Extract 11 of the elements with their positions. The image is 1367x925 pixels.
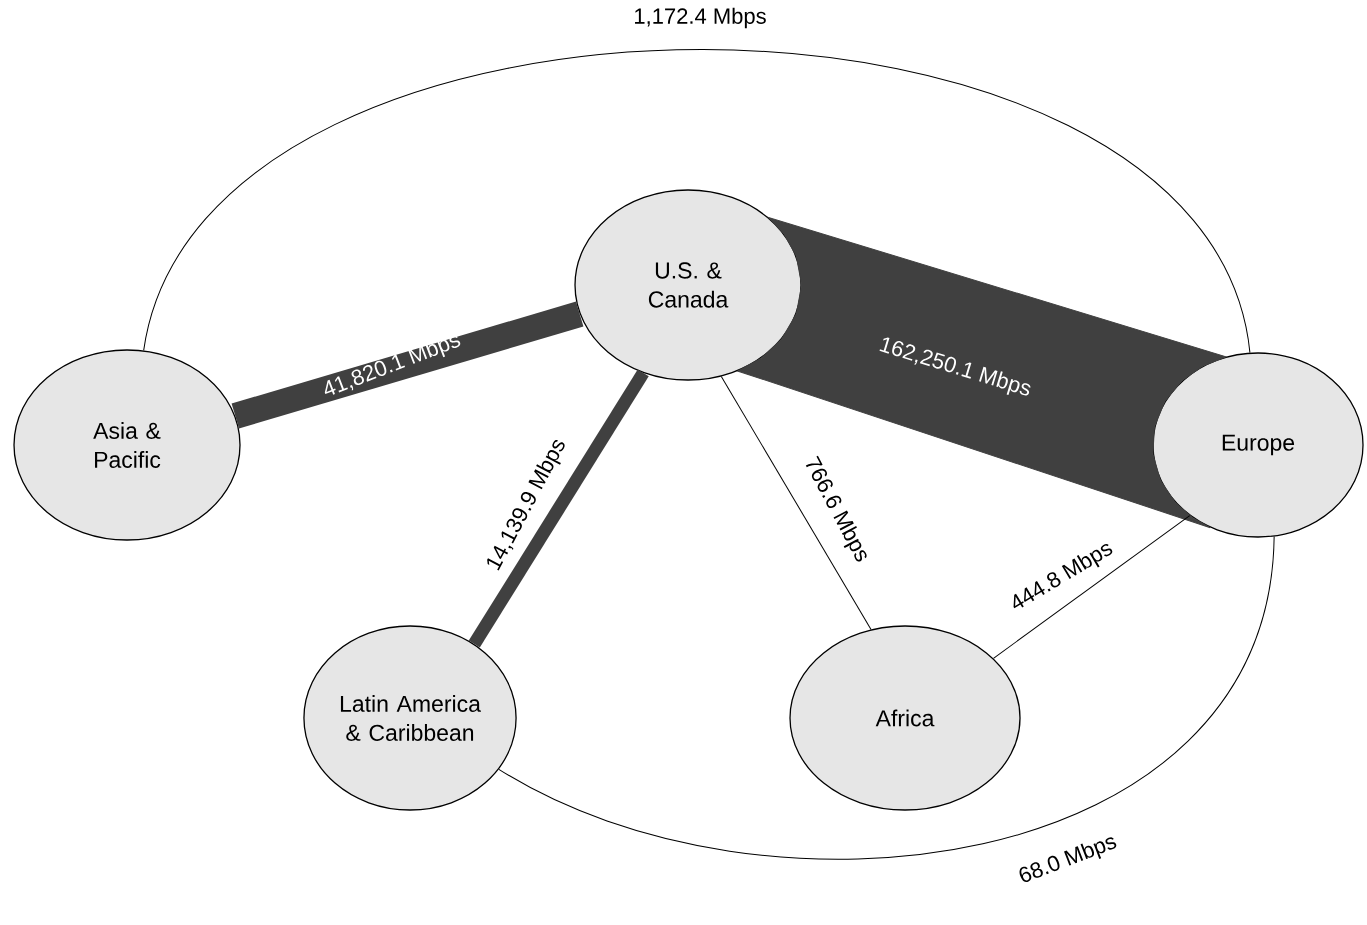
connector-line	[737, 216, 1227, 529]
connector-line	[992, 515, 1191, 659]
edge-label: 444.8 Mbps	[1013, 544, 1113, 609]
edge-label: 766.6 Mbps	[805, 455, 867, 562]
connector-line	[231, 301, 584, 429]
connector-line	[143, 49, 1251, 354]
connector-line	[720, 375, 872, 630]
connector-line	[498, 536, 1275, 860]
edge-label: 68.0 Mbps	[1019, 837, 1117, 882]
connector-line	[468, 369, 649, 648]
edge-label: 1,172.4 Mbps	[635, 7, 766, 29]
